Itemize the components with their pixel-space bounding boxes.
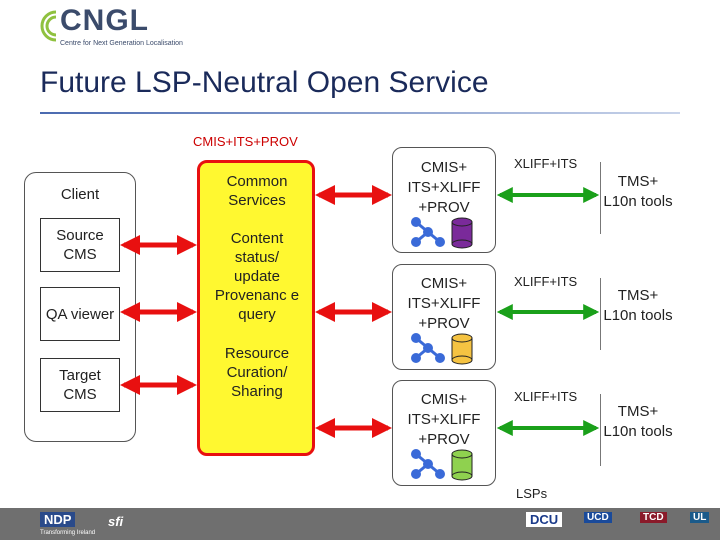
target-cms-box: Target CMS bbox=[40, 358, 120, 412]
lsp-box-2 bbox=[392, 264, 496, 370]
dcu-logo: DCU bbox=[526, 512, 563, 527]
database-icon-1 bbox=[451, 217, 473, 249]
tms-box-1 bbox=[600, 162, 676, 234]
tms-box-3 bbox=[600, 394, 676, 466]
qa-viewer-label: QA viewer bbox=[45, 305, 115, 323]
database-icon-2 bbox=[451, 333, 473, 365]
xliff-label-1: XLIFF+ITS bbox=[514, 156, 578, 171]
network-icon-1 bbox=[411, 217, 445, 247]
lsp-label-3: CMIS+ ITS+XLIFF +PROV bbox=[407, 391, 481, 448]
lsp-box-3 bbox=[392, 380, 496, 486]
title-rule bbox=[40, 112, 680, 114]
lsps-label: LSPs bbox=[516, 486, 548, 501]
logo-tagline: Centre for Next Generation Localisation bbox=[60, 40, 183, 47]
client-label: Client bbox=[60, 186, 100, 203]
source-cms-label: Source CMS bbox=[56, 227, 104, 263]
lsp-label-1: CMIS+ ITS+XLIFF +PROV bbox=[407, 159, 481, 216]
xliff-label-2: XLIFF+ITS bbox=[514, 274, 578, 289]
ndp-tagline: Transforming Ireland bbox=[40, 530, 96, 536]
qa-viewer-box: QA viewer bbox=[40, 287, 120, 341]
page-title: Future LSP-Neutral Open Service bbox=[40, 66, 489, 99]
common-services-panel bbox=[197, 160, 315, 456]
xliff-label-3: XLIFF+ITS bbox=[514, 389, 578, 404]
source-cms-box: Source CMS bbox=[40, 218, 120, 272]
ucd-logo: UCD bbox=[584, 512, 612, 523]
tms-label-1: TMS+ L10n tools bbox=[603, 173, 673, 210]
cngl-logo-icon bbox=[40, 8, 60, 44]
ul-logo: UL bbox=[690, 512, 710, 523]
tcd-logo: TCD bbox=[640, 512, 667, 523]
ndp-logo: NDP bbox=[40, 512, 76, 527]
database-icon-3 bbox=[451, 449, 473, 481]
resource-curation-text: Resource Curation/ Sharing bbox=[224, 345, 290, 400]
target-cms-label: Target CMS bbox=[59, 367, 101, 403]
common-services-heading: Common Services bbox=[226, 173, 288, 209]
network-icon-3 bbox=[411, 449, 445, 479]
logo-text: CNGL bbox=[60, 4, 149, 37]
lsp-label-2: CMIS+ ITS+XLIFF +PROV bbox=[407, 275, 481, 332]
network-icon-2 bbox=[411, 333, 445, 363]
tms-box-2 bbox=[600, 278, 676, 350]
sfi-logo: sfi bbox=[108, 514, 124, 529]
tms-label-2: TMS+ L10n tools bbox=[603, 287, 673, 324]
header-band bbox=[0, 0, 720, 48]
tms-label-3: TMS+ L10n tools bbox=[603, 403, 673, 440]
cmis-label: CMIS+ITS+PROV bbox=[193, 134, 298, 149]
content-status-text: Content status/ update Provenanc e query bbox=[214, 230, 300, 323]
lsp-box-1 bbox=[392, 147, 496, 253]
